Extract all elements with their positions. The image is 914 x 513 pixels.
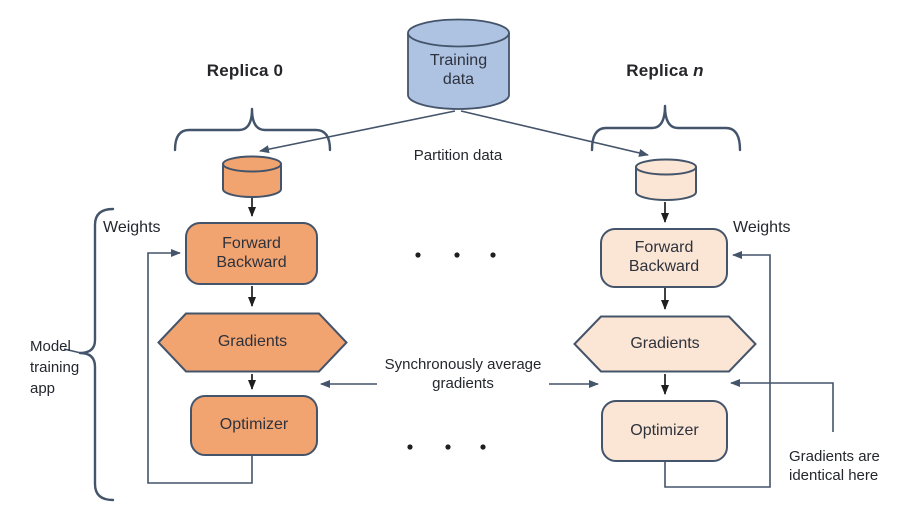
model-app-connector: [63, 348, 82, 354]
model-training-app-label: Model training app: [30, 336, 79, 399]
fb-right-line2: Backward: [628, 258, 700, 275]
replican-title-word: Replica: [626, 61, 694, 80]
optimizer-box-left: Optimizer: [190, 395, 318, 456]
cylinder-shape: [407, 18, 510, 110]
replica0-title-text: Replica 0: [206, 61, 284, 80]
replica-ellipsis-dots-top: [415, 252, 496, 258]
weights-label-left: Weights: [103, 219, 161, 236]
data-shard-cylinder-left: [222, 155, 282, 198]
gradients-left-label: Gradients: [217, 333, 288, 351]
sync-average-line2: gradients: [432, 375, 494, 393]
forward-backward-box-left: Forward Backward: [185, 222, 318, 285]
cylinder-shape: [635, 158, 697, 201]
weights-loop-left: [147, 249, 253, 484]
optimizer-left-label: Optimizer: [219, 416, 289, 434]
hexagon-shape: [157, 312, 348, 373]
identical-line1: Gradients are: [789, 448, 880, 465]
identical-line2: identical here: [789, 467, 879, 485]
training-data-label-line2: data: [442, 71, 475, 88]
model-app-line3: app: [30, 380, 56, 397]
brace-replican: [590, 104, 742, 152]
gradients-identical-label: Gradients are identical here: [789, 447, 880, 485]
gradients-hexagon-right: Gradients: [573, 315, 757, 373]
weights-label-right: Weights: [733, 219, 791, 236]
optimizer-right-label: Optimizer: [630, 421, 699, 439]
partition-data-label: Partition data: [413, 147, 503, 164]
data-shard-cylinder-right: [635, 158, 697, 201]
model-app-line1: Model: [30, 338, 71, 355]
model-app-line2: training: [30, 359, 80, 376]
fb-left-line1: Forward: [222, 234, 281, 252]
brace-model-training-app: [78, 207, 115, 502]
replica-ellipsis-dots-bottom: [407, 444, 486, 450]
fb-left-line2: Backward: [216, 253, 287, 271]
cylinder-shape: [222, 155, 282, 198]
sync-average-line1: Synchronously average: [384, 356, 542, 373]
sync-average-label: Synchronously average gradients: [355, 355, 571, 393]
forward-backward-box-right: Forward Backward: [600, 228, 728, 288]
gradients-right-label: Gradients: [630, 334, 700, 352]
training-data-label-line1: Training: [429, 52, 488, 70]
training-data-cylinder: Training data: [407, 18, 510, 110]
replican-title: Replica n: [590, 61, 740, 81]
partition-arrow-right: [460, 110, 649, 157]
optimizer-box-right: Optimizer: [601, 400, 728, 462]
replican-title-variable: n: [693, 61, 704, 80]
partition-arrow-left: [259, 110, 456, 154]
fb-right-line1: Forward: [634, 239, 694, 257]
weights-loop-right: [664, 251, 771, 488]
brace-replica0: [173, 107, 332, 152]
identical-callout-arrow: [730, 379, 834, 432]
hexagon-shape: [573, 315, 757, 373]
gradients-hexagon-left: Gradients: [157, 312, 348, 373]
replica0-title: Replica 0: [170, 61, 320, 81]
